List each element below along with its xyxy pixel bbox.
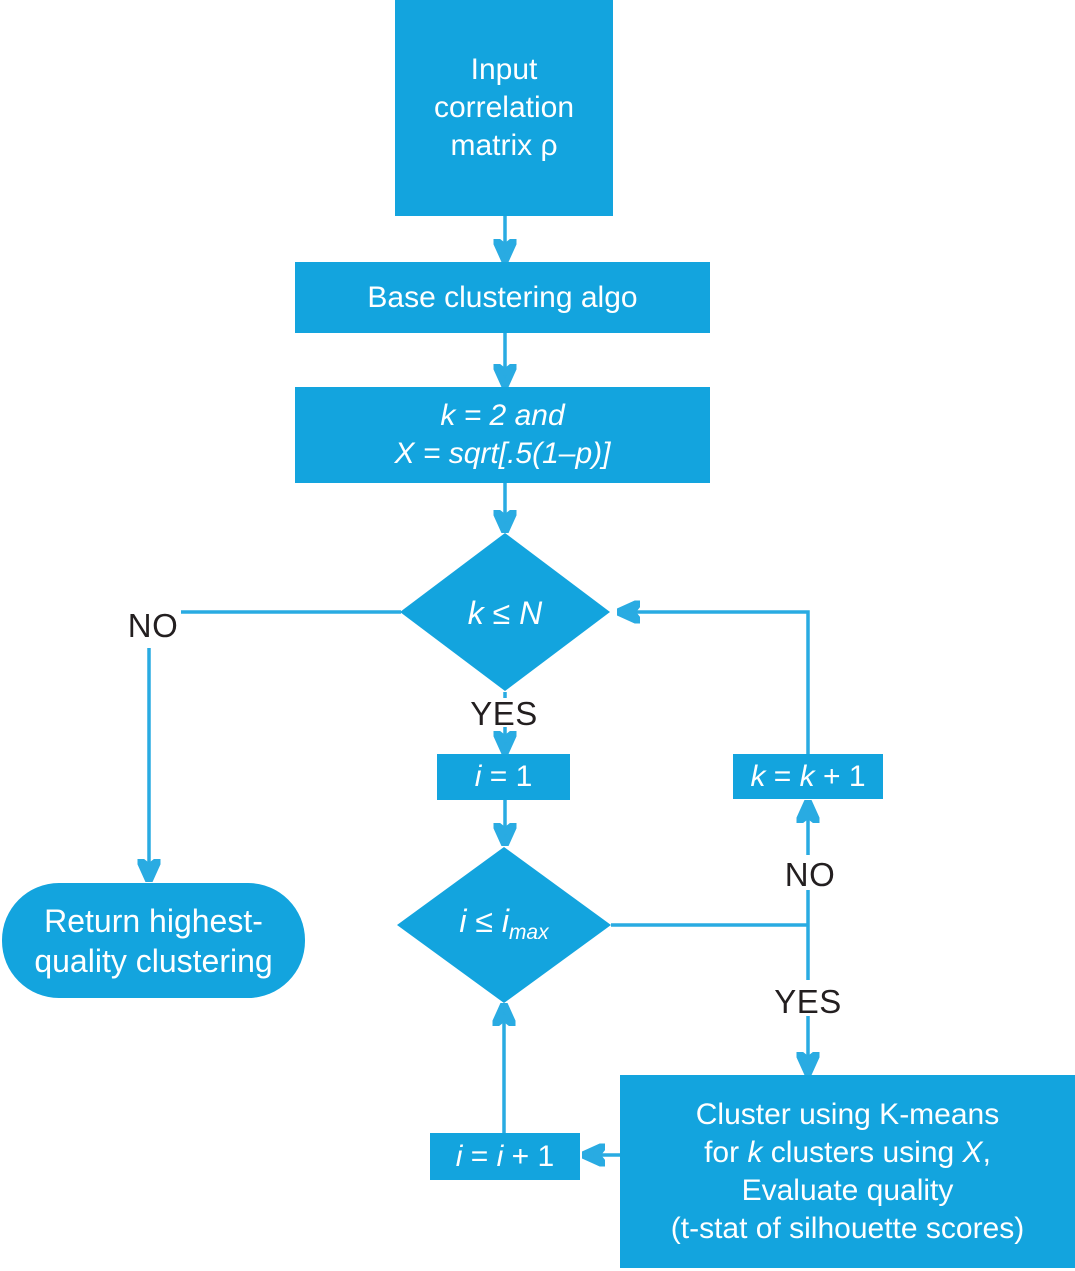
- node-line: Input: [470, 53, 538, 86]
- node-base-clustering: Base clustering algo: [295, 262, 710, 333]
- label-i-no: NO: [784, 856, 836, 893]
- node-line: matrix ρ: [450, 129, 558, 162]
- node-line: X = sqrt[.5(1–p)]: [394, 437, 611, 470]
- node-line: Evaluate quality: [741, 1173, 954, 1207]
- node-line: Cluster using K-means: [695, 1097, 1000, 1131]
- diamond-k-check-label: k ≤ N: [467, 595, 543, 631]
- diamond-i-check-label: i ≤ imax: [459, 903, 549, 944]
- node-line: k = 2 and: [440, 399, 565, 432]
- label-k-yes: YES: [470, 695, 538, 732]
- arrow-kincrement-to-kcheck: [621, 612, 810, 754]
- node-i-init: i = 1: [437, 754, 570, 800]
- diamond-k-check: [400, 533, 610, 691]
- node-line: (t-stat of silhouette scores): [670, 1211, 1025, 1245]
- node-line: quality clustering: [34, 942, 273, 979]
- node-line: k = k + 1: [750, 759, 866, 793]
- node-line: for k clusters using X,: [704, 1135, 991, 1169]
- diamond-i-check: [397, 847, 611, 1003]
- node-line: i = i + 1: [455, 1139, 555, 1173]
- node-input-matrix: Input correlation matrix ρ: [395, 0, 613, 216]
- node-line: i = 1: [474, 760, 533, 793]
- node-init-params: k = 2 and X = sqrt[.5(1–p)]: [295, 387, 710, 483]
- label-k-no: NO: [127, 607, 179, 644]
- node-return-best: Return highest- quality clustering: [2, 883, 305, 998]
- node-line: correlation: [433, 91, 575, 124]
- node-cluster-eval: Cluster using K-means for k clusters usi…: [620, 1075, 1075, 1268]
- node-i-increment: i = i + 1: [430, 1133, 580, 1180]
- node-k-increment: k = k + 1: [733, 754, 883, 799]
- node-line: Base clustering algo: [367, 280, 638, 314]
- label-i-yes: YES: [774, 983, 842, 1020]
- node-line: Return highest-: [44, 902, 263, 939]
